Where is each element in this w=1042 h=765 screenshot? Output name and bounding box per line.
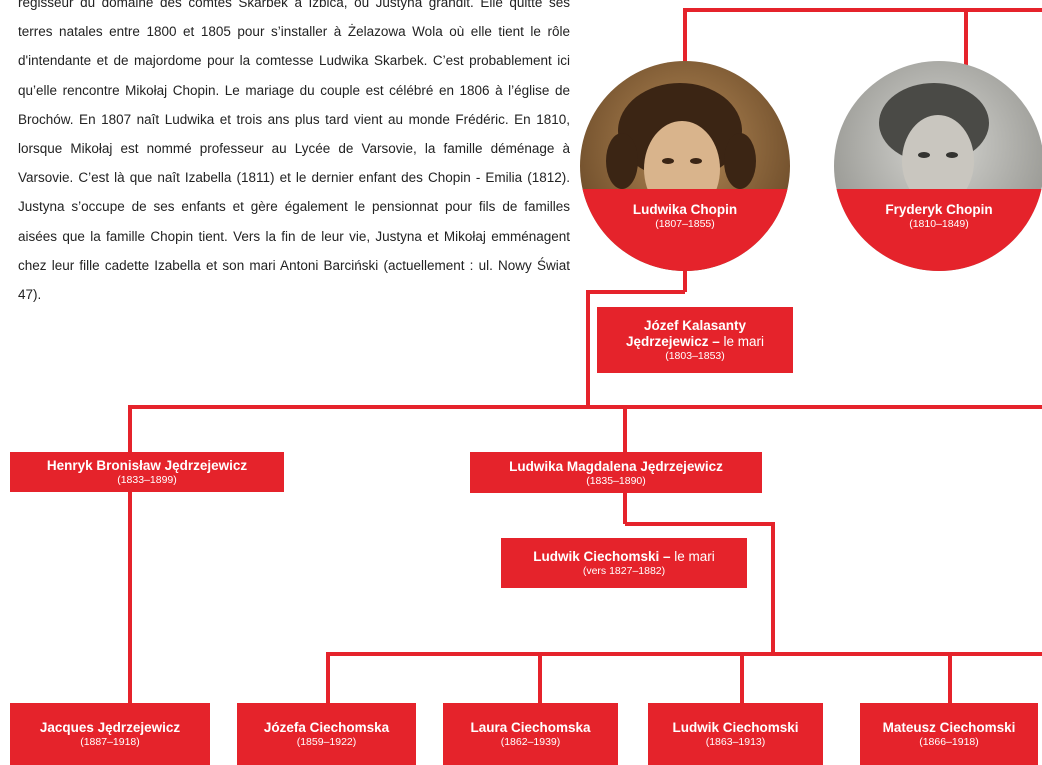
fryderyk-chopin-name: Fryderyk Chopin xyxy=(885,202,993,217)
ludwika-magdalena-name: Ludwika Magdalena Jędrzejewicz xyxy=(509,458,723,474)
mateusz-name: Mateusz Ciechomski xyxy=(882,720,1016,735)
fryderyk-chopin-dates: (1810–1849) xyxy=(909,218,969,230)
spouse-jozef-box: Józef Kalasanty Jędrzejewicz – le mari (… xyxy=(597,307,793,373)
grandchild-mateusz-box: Mateusz Ciechomski (1866–1918) xyxy=(860,703,1038,765)
henryk-name: Henryk Bronisław Jędrzejewicz xyxy=(46,458,248,473)
grandchild-ludwik-box: Ludwik Ciechomski (1863–1913) xyxy=(648,703,823,765)
ludwika-chopin-dates: (1807–1855) xyxy=(655,218,715,230)
henryk-dates: (1833–1899) xyxy=(117,474,177,486)
jozefa-name: Józefa Ciechomska xyxy=(263,720,390,735)
jozef-dates: (1803–1853) xyxy=(665,350,725,362)
portrait-ludwika-label: Ludwika Chopin (1807–1855) xyxy=(580,189,790,271)
ludwika-chopin-name: Ludwika Chopin xyxy=(632,202,738,217)
jacques-name: Jacques Jędrzejewicz xyxy=(39,720,181,735)
ludwik-grandchild-dates: (1863–1913) xyxy=(705,736,766,748)
ludwik-spouse-name: Ludwik Ciechomski – xyxy=(533,549,671,564)
ludwik-spouse-dates: (vers 1827–1882) xyxy=(582,565,666,577)
jacques-dates: (1887–1918) xyxy=(80,736,140,748)
jozefa-dates: (1859–1922) xyxy=(296,736,357,748)
intro-paragraph: régisseur du domaine des comtes Skarbek … xyxy=(18,0,570,303)
ludwika-magdalena-dates: (1835–1890) xyxy=(586,474,646,487)
laura-dates: (1862–1939) xyxy=(500,736,561,748)
laura-name: Laura Ciechomska xyxy=(470,720,591,735)
spouse-ludwik-box: Ludwik Ciechomski – le mari (vers 1827–1… xyxy=(501,538,747,588)
grandchild-jacques-box: Jacques Jędrzejewicz (1887–1918) xyxy=(10,703,210,765)
portrait-fryderyk-chopin: Fryderyk Chopin (1810–1849) xyxy=(834,61,1042,271)
jozef-name-line2: Jędrzejewicz – xyxy=(625,334,720,349)
child-henryk-box: Henryk Bronisław Jędrzejewicz (1833–1899… xyxy=(10,452,284,492)
ludwik-grandchild-name: Ludwik Ciechomski xyxy=(672,720,799,735)
portrait-ludwika-chopin: Ludwika Chopin (1807–1855) xyxy=(580,61,790,271)
grandchild-jozefa-box: Józefa Ciechomska (1859–1922) xyxy=(237,703,416,765)
mateusz-dates: (1866–1918) xyxy=(919,736,979,748)
jozef-relation: le mari xyxy=(723,334,765,349)
child-ludwika-magdalena-box: Ludwika Magdalena Jędrzejewicz (1835–189… xyxy=(470,452,762,493)
ludwik-spouse-relation: le mari xyxy=(674,549,715,564)
jozef-name-line1: Józef Kalasanty xyxy=(643,318,747,333)
portrait-fryderyk-label: Fryderyk Chopin (1810–1849) xyxy=(834,189,1042,271)
grandchild-laura-box: Laura Ciechomska (1862–1939) xyxy=(443,703,618,765)
